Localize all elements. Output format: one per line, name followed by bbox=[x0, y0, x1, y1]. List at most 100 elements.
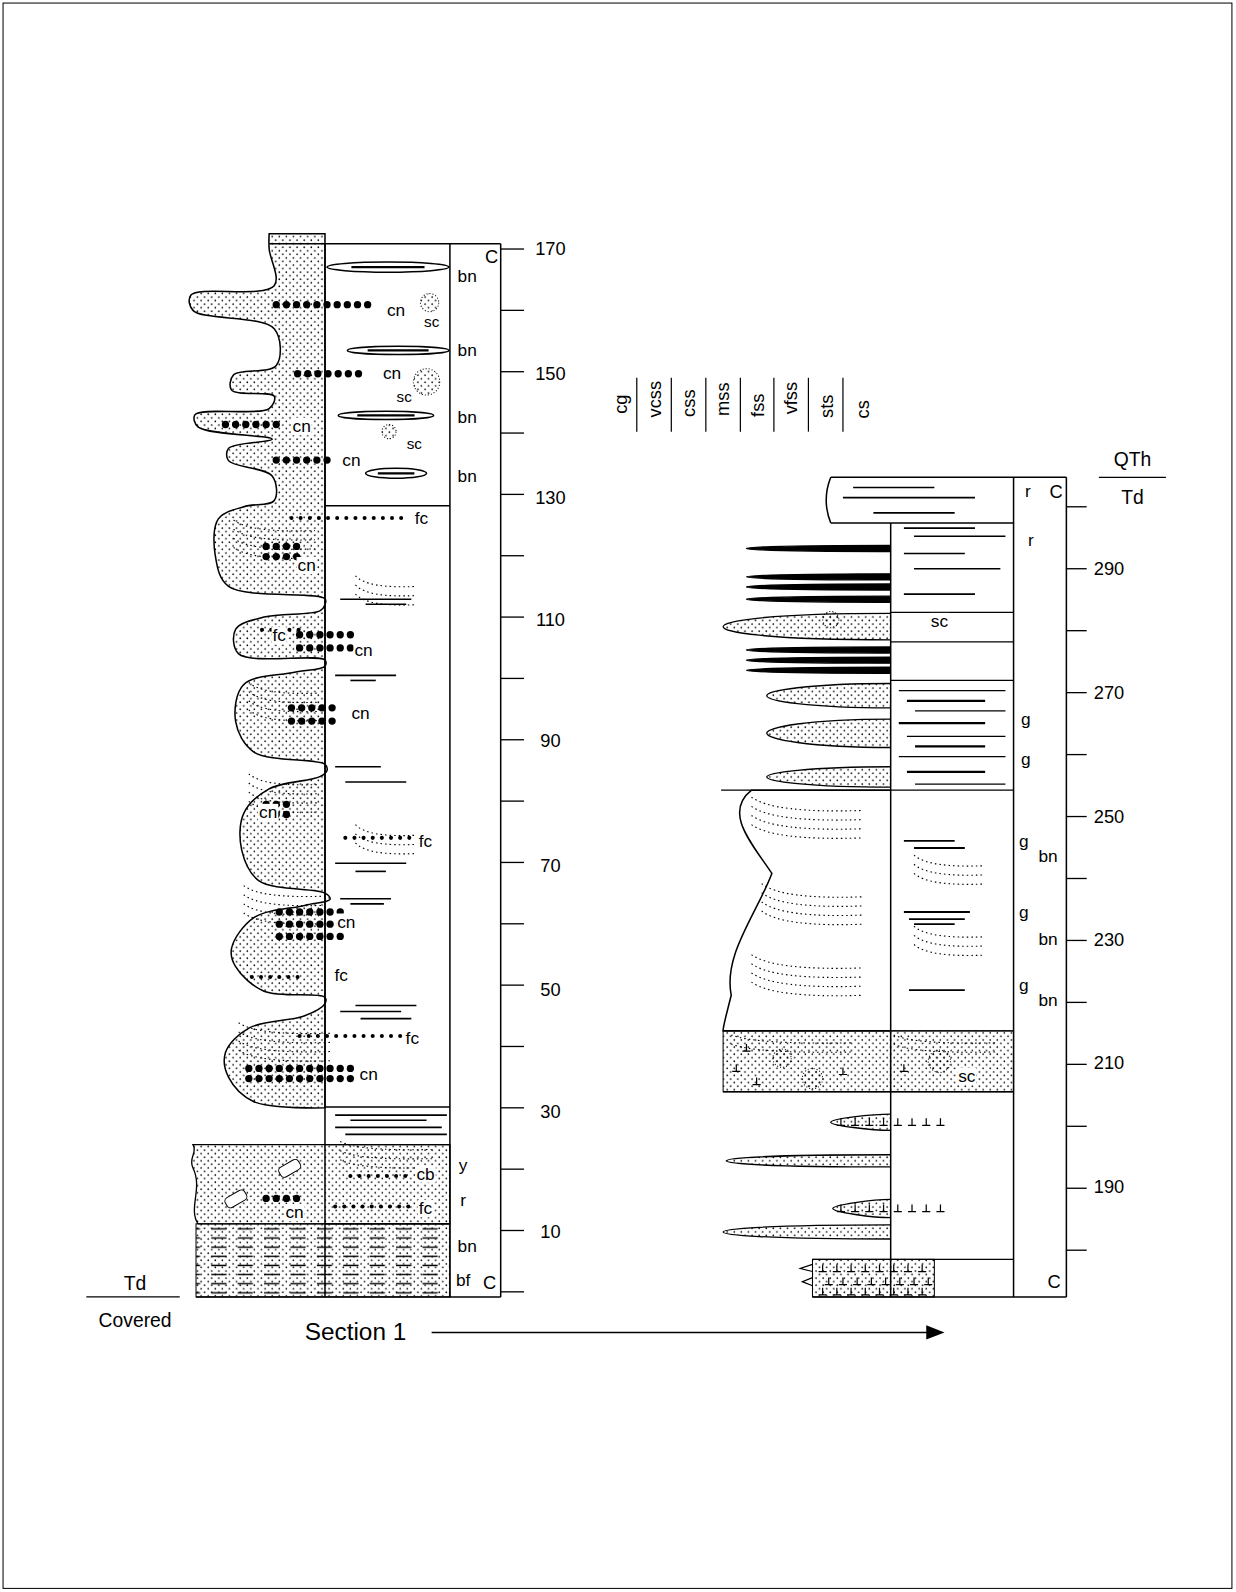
scour-symbol bbox=[823, 611, 839, 627]
clast-dot bbox=[306, 1065, 313, 1072]
litho-stroke bbox=[908, 1118, 916, 1125]
litho-stroke bbox=[746, 584, 890, 590]
column-label: C bbox=[1049, 482, 1064, 500]
litho-stroke bbox=[865, 1205, 873, 1212]
clast-dot bbox=[283, 553, 290, 560]
litho-stroke bbox=[842, 378, 843, 432]
litho-stroke bbox=[1066, 1250, 1086, 1251]
clast-dot bbox=[273, 456, 280, 463]
lens bbox=[366, 468, 427, 478]
litho-stroke bbox=[900, 1064, 908, 1071]
column-label: cn bbox=[291, 418, 311, 435]
column-label: sc bbox=[423, 313, 440, 328]
clast-dot bbox=[343, 836, 347, 840]
clast-dot bbox=[273, 1195, 280, 1202]
litho-stroke bbox=[843, 497, 975, 499]
litho-stroke bbox=[368, 349, 429, 351]
clast-dot bbox=[389, 1034, 393, 1038]
litho-stroke bbox=[894, 1035, 996, 1043]
litho-stroke bbox=[501, 1168, 524, 1169]
column-label: 290 bbox=[1093, 560, 1126, 578]
litho-stroke bbox=[340, 598, 411, 600]
litho-stroke bbox=[819, 1288, 827, 1295]
log-symbol bbox=[223, 1188, 248, 1209]
litho-stroke bbox=[752, 825, 864, 839]
litho-stroke bbox=[345, 781, 406, 783]
litho-stroke bbox=[904, 553, 965, 555]
clast-dot bbox=[353, 516, 357, 520]
litho-stroke bbox=[189, 234, 330, 1108]
clast-dot bbox=[323, 301, 330, 308]
litho-stroke bbox=[345, 1134, 447, 1136]
clast-dot bbox=[287, 628, 291, 632]
litho-stroke bbox=[904, 911, 970, 913]
sand-unit bbox=[196, 1224, 450, 1297]
column-label: 210 bbox=[1093, 1054, 1126, 1072]
clast-dot bbox=[380, 836, 384, 840]
litho-stroke bbox=[355, 871, 385, 873]
clast-dot bbox=[317, 516, 321, 520]
litho-stroke bbox=[1066, 816, 1086, 817]
litho-stroke bbox=[351, 266, 424, 268]
clast-dot bbox=[326, 933, 333, 940]
litho-stroke bbox=[732, 1064, 740, 1071]
clast-dot bbox=[306, 644, 313, 651]
clast-dot bbox=[276, 908, 283, 915]
litho-stroke bbox=[350, 1119, 426, 1121]
column-label: bn bbox=[1037, 992, 1058, 1009]
column-label: sts bbox=[818, 394, 836, 419]
clast-dot bbox=[298, 704, 305, 711]
litho-stroke bbox=[880, 1118, 888, 1125]
column-label: cn bbox=[284, 1204, 304, 1221]
clast-dot bbox=[334, 301, 341, 308]
clast-dot bbox=[299, 516, 303, 520]
clast-dot bbox=[342, 1205, 346, 1209]
column-label: bn bbox=[1037, 931, 1058, 948]
litho-stroke bbox=[767, 683, 891, 707]
litho-stroke bbox=[501, 1230, 524, 1231]
litho-stroke bbox=[867, 1278, 875, 1285]
litho-stroke bbox=[244, 904, 325, 915]
clast-dot bbox=[381, 516, 385, 520]
litho-stroke bbox=[773, 378, 774, 432]
column-label: Td bbox=[1120, 488, 1145, 507]
litho-stroke bbox=[355, 576, 416, 587]
clast-dot bbox=[293, 1195, 300, 1202]
clast-dot bbox=[283, 801, 290, 808]
clast-dot bbox=[337, 1075, 344, 1082]
column-label: bn bbox=[457, 409, 478, 426]
litho-stroke bbox=[740, 378, 741, 432]
litho-stroke bbox=[904, 1288, 912, 1295]
litho-stroke bbox=[1099, 477, 1166, 478]
clast-dot bbox=[262, 421, 269, 428]
litho-stroke bbox=[910, 1278, 918, 1285]
column-label: fc bbox=[334, 966, 349, 983]
clast-dot bbox=[276, 1065, 283, 1072]
column-label: vfss bbox=[782, 381, 800, 416]
clast-dot bbox=[364, 301, 371, 308]
litho-stroke bbox=[746, 667, 890, 673]
litho-stroke bbox=[899, 690, 1006, 691]
clast-dot bbox=[306, 933, 313, 940]
clast-dot bbox=[334, 1034, 338, 1038]
clast-dot bbox=[296, 933, 303, 940]
clast-dot bbox=[355, 370, 362, 377]
litho-stroke bbox=[746, 596, 890, 602]
column-label: 70 bbox=[539, 857, 561, 875]
clast-dot bbox=[326, 644, 333, 651]
litho-stroke bbox=[355, 594, 416, 605]
column-label: sc bbox=[406, 436, 423, 451]
clast-dot bbox=[325, 1034, 329, 1038]
clast-dot bbox=[318, 704, 325, 711]
clast-dot bbox=[316, 631, 323, 638]
clast-dot bbox=[296, 1065, 303, 1072]
litho-stroke bbox=[1066, 692, 1086, 693]
litho-stroke bbox=[501, 923, 524, 924]
clast-dot bbox=[306, 631, 313, 638]
clast-dot bbox=[286, 933, 293, 940]
clast-dot bbox=[344, 516, 348, 520]
clast-dot bbox=[316, 1075, 323, 1082]
litho-stroke bbox=[501, 310, 524, 311]
scour-symbol bbox=[928, 1050, 950, 1072]
scour-symbol bbox=[802, 1068, 822, 1088]
